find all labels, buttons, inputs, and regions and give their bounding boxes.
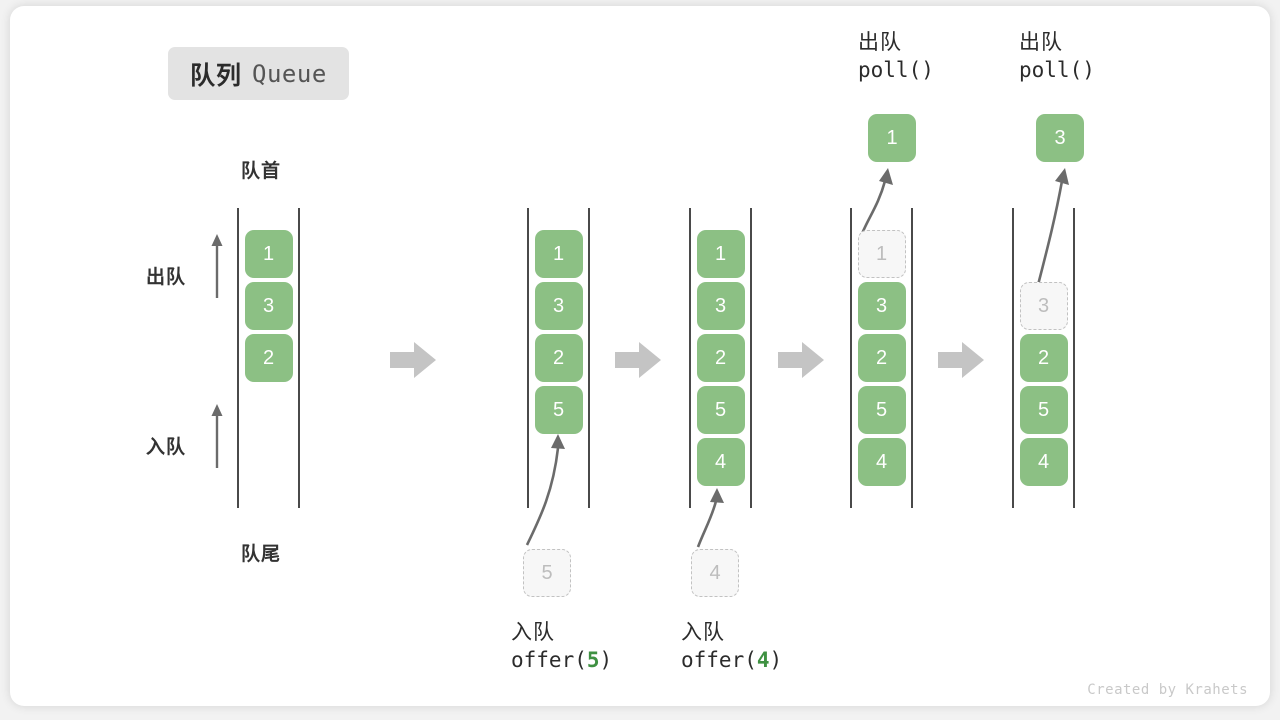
dequeue-direction-label: 出队 — [146, 267, 187, 288]
queue-rail-left — [237, 208, 239, 508]
queue-cell: 2 — [244, 334, 293, 382]
queue-cell: 5 — [1019, 386, 1068, 434]
queue-cell: 2 — [1019, 334, 1068, 382]
queue-rail-right — [750, 208, 752, 508]
queue-cell: 5 — [857, 386, 906, 434]
caption-code-num: 4 — [756, 647, 770, 672]
pending-cell-stage-3: 4 — [691, 549, 739, 597]
pending-cell-stage-2: 5 — [523, 549, 571, 597]
queue-cells-stage-2: 1 3 2 5 — [534, 230, 583, 434]
dequeue-up-arrow-icon — [211, 234, 223, 298]
caption-code-pre: offer( — [681, 647, 757, 672]
queue-cells-stage-3: 1 3 2 5 4 — [696, 230, 745, 486]
credit-text: Created by Krahets — [1087, 682, 1248, 698]
enqueue-curve-arrow-icon — [525, 434, 565, 546]
enqueue-up-arrow-icon — [211, 404, 223, 468]
popped-cell-stage-4: 1 — [868, 114, 916, 162]
queue-rail-left — [527, 208, 529, 508]
title-english: Queue — [252, 59, 327, 88]
caption-code-post: ) — [769, 647, 783, 672]
queue-cell: 3 — [696, 282, 745, 330]
caption-cn: 入队 — [511, 621, 555, 644]
queue-cell: 4 — [696, 438, 745, 486]
queue-cells-stage-5: 3 2 5 4 — [1019, 282, 1068, 486]
title-chinese: 队列 — [190, 61, 243, 90]
queue-cell: 5 — [534, 386, 583, 434]
queue-column-stage-3: 1 3 2 5 4 — [689, 208, 752, 508]
queue-cell: 4 — [1019, 438, 1068, 486]
queue-cell: 3 — [534, 282, 583, 330]
caption-code-pre: offer( — [511, 647, 587, 672]
queue-cells-stage-4: 1 3 2 5 4 — [857, 230, 906, 486]
queue-cell: 3 — [244, 282, 293, 330]
queue-cell: 3 — [857, 282, 906, 330]
caption-code-post: ) — [599, 647, 613, 672]
queue-column-stage-1: 1 3 2 — [237, 208, 300, 508]
queue-cell: 2 — [857, 334, 906, 382]
queue-head-label: 队首 — [241, 161, 282, 182]
caption-stage-4: 出队 poll() — [858, 30, 934, 85]
queue-cells-stage-1: 1 3 2 — [244, 230, 293, 382]
caption-stage-2: 入队 offer(5) — [511, 620, 612, 675]
enqueue-direction-label: 入队 — [146, 437, 187, 458]
caption-cn: 入队 — [681, 621, 725, 644]
queue-rail-right — [1073, 208, 1075, 508]
caption-cn: 出队 — [1019, 31, 1063, 54]
step-arrow-icon — [390, 342, 436, 378]
caption-stage-5: 出队 poll() — [1019, 30, 1095, 85]
step-arrow-icon — [778, 342, 824, 378]
queue-cell: 2 — [696, 334, 745, 382]
popped-cell-stage-5: 3 — [1036, 114, 1084, 162]
caption-code-num: 5 — [586, 647, 600, 672]
queue-rail-left — [850, 208, 852, 508]
caption-code: poll() — [1019, 57, 1095, 82]
queue-column-stage-4: 1 3 2 5 4 — [850, 208, 913, 508]
step-arrow-icon — [615, 342, 661, 378]
queue-rail-left — [689, 208, 691, 508]
queue-rail-right — [911, 208, 913, 508]
caption-code: poll() — [858, 57, 934, 82]
removed-cell: 3 — [1019, 282, 1068, 330]
step-arrow-icon — [938, 342, 984, 378]
queue-rail-right — [588, 208, 590, 508]
queue-cell: 2 — [534, 334, 583, 382]
queue-column-stage-2: 1 3 2 5 — [527, 208, 590, 508]
queue-tail-label: 队尾 — [241, 544, 282, 565]
enqueue-curve-arrow-icon — [696, 488, 724, 548]
queue-rail-right — [298, 208, 300, 508]
caption-cn: 出队 — [858, 31, 902, 54]
queue-cell: 1 — [534, 230, 583, 278]
diagram-title-badge: 队列 Queue — [168, 47, 349, 100]
queue-cell: 1 — [696, 230, 745, 278]
queue-cell: 1 — [244, 230, 293, 278]
queue-column-stage-5: 3 2 5 4 — [1012, 208, 1075, 508]
caption-stage-3: 入队 offer(4) — [681, 620, 782, 675]
queue-rail-left — [1012, 208, 1014, 508]
removed-cell: 1 — [857, 230, 906, 278]
queue-cell: 5 — [696, 386, 745, 434]
queue-cell: 4 — [857, 438, 906, 486]
